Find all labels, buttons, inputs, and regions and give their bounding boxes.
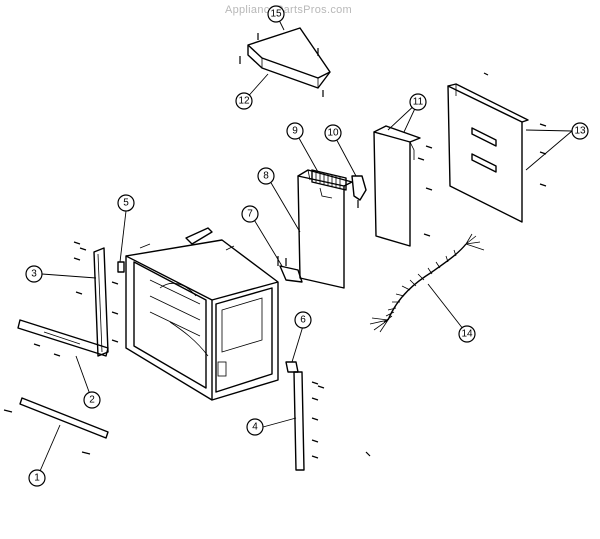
part-8-duct-panel — [297, 169, 353, 289]
callout-5: 5 — [117, 194, 135, 212]
callout-label-13: 13 — [574, 126, 586, 137]
callout-9: 9 — [286, 122, 304, 140]
callout-label-6: 6 — [300, 315, 306, 326]
oven-cavity — [125, 227, 279, 401]
part-13-rear-panel — [447, 72, 547, 223]
callout-2: 2 — [83, 391, 101, 409]
callout-14: 14 — [458, 325, 476, 343]
callout-8: 8 — [257, 167, 275, 185]
part-4-right-trim — [293, 371, 371, 471]
callout-label-15: 15 — [270, 9, 282, 20]
part-6-stop — [285, 361, 299, 373]
callout-11: 11 — [409, 93, 427, 111]
callout-label-14: 14 — [461, 329, 473, 340]
callout-1: 1 — [28, 469, 46, 487]
callout-7: 7 — [241, 205, 259, 223]
callout-15: 15 — [267, 5, 285, 23]
callout-13: 13 — [571, 122, 589, 140]
part-1-lower-trim — [3, 397, 109, 455]
part-11-side-panel — [373, 125, 433, 247]
callout-label-2: 2 — [89, 395, 95, 406]
callout-6: 6 — [294, 311, 312, 329]
part-14-wire-harness — [369, 233, 485, 333]
part-9-blower — [311, 169, 347, 191]
part-2-upper-trim — [17, 319, 109, 357]
part-3-left-trim — [73, 241, 119, 357]
callout-12: 12 — [235, 92, 253, 110]
watermark: AppliancePartsPros.com — [224, 4, 352, 16]
callout-label-10: 10 — [327, 128, 339, 139]
callout-label-8: 8 — [263, 171, 269, 182]
callout-label-1: 1 — [34, 473, 40, 484]
callout-10: 10 — [324, 124, 342, 142]
part-10-bracket — [351, 175, 367, 208]
callout-label-7: 7 — [247, 209, 253, 220]
part-12-top-duct — [239, 27, 331, 97]
callout-label-3: 3 — [31, 269, 37, 280]
callout-label-4: 4 — [252, 422, 258, 433]
part-5-hinge-clip — [117, 261, 125, 273]
part-7-clip — [277, 256, 303, 283]
callout-4: 4 — [246, 418, 264, 436]
callout-label-12: 12 — [238, 96, 250, 107]
callout-label-9: 9 — [292, 126, 298, 137]
callout-3: 3 — [25, 265, 43, 283]
callout-label-5: 5 — [123, 198, 129, 209]
callout-label-11: 11 — [413, 97, 424, 108]
